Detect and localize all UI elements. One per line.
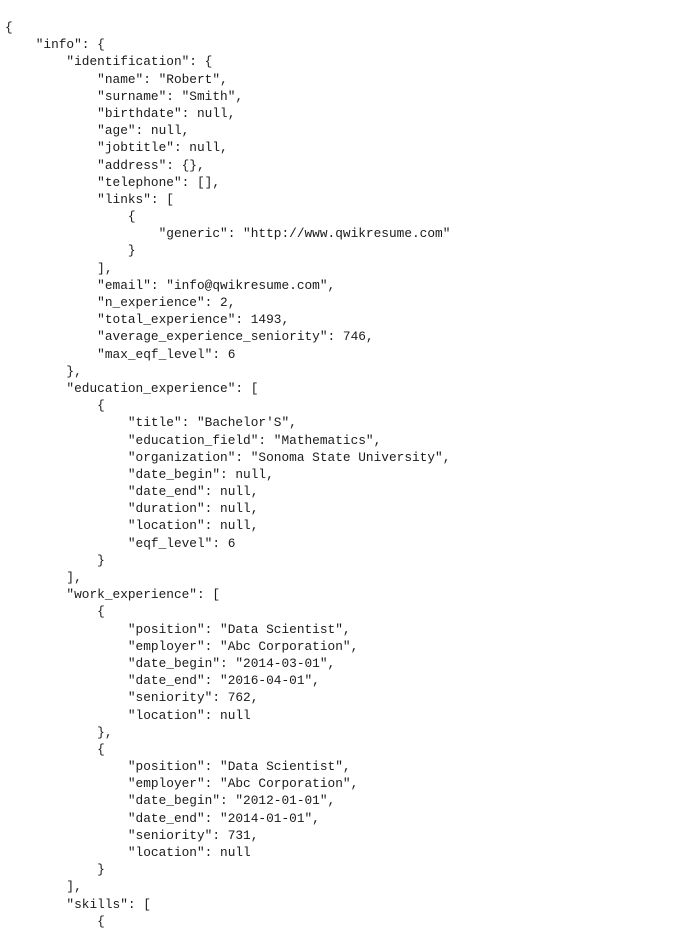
code-line: "duration": null, <box>5 501 259 517</box>
code-line: "date_begin": "2012-01-01", <box>5 793 336 809</box>
code-line: "average_experience_seniority": 746, <box>5 329 374 345</box>
code-line: } <box>5 552 105 568</box>
code-line: ], <box>5 879 82 895</box>
code-line: } <box>5 243 136 259</box>
code-line: "date_end": "2016-04-01", <box>5 673 320 689</box>
code-line: "eqf_level": 6 <box>5 535 236 551</box>
code-line: "info": { <box>5 37 105 53</box>
code-line: "identification": { <box>5 54 213 70</box>
code-line: "seniority": 731, <box>5 827 259 843</box>
code-line: "generic": "http://www.qwikresume.com" <box>5 226 451 242</box>
code-line: "work_experience": [ <box>5 587 221 603</box>
code-line: "employer": "Abc Corporation", <box>5 776 359 792</box>
code-line: "surname": "Smith", <box>5 88 244 104</box>
code-line: "location": null <box>5 845 251 860</box>
code-line: "max_eqf_level": 6 <box>5 346 236 362</box>
code-line: "links": [ <box>5 191 174 207</box>
code-line: "name": "Robert", <box>5 71 228 87</box>
code-line: "employer": "Abc Corporation", <box>5 638 359 654</box>
code-line: "education_experience": [ <box>5 380 259 396</box>
code-line: "date_begin": null, <box>5 466 274 482</box>
code-line: "total_experience": 1493, <box>5 312 290 328</box>
code-line: "date_begin": "2014-03-01", <box>5 655 336 671</box>
code-line: "jobtitle": null, <box>5 140 228 156</box>
code-line: } <box>5 862 105 878</box>
code-line: "birthdate": null, <box>5 105 236 121</box>
code-line: "seniority": 762, <box>5 690 259 706</box>
code-line: "date_end": "2014-01-01", <box>5 810 320 826</box>
code-line: "telephone": [], <box>5 174 221 190</box>
code-line: "date_end": null, <box>5 484 259 500</box>
code-line: "skills": [ <box>5 896 151 912</box>
code-line: { <box>5 913 105 929</box>
code-line: "education_field": "Mathematics", <box>5 432 382 448</box>
json-document: { "info": { "identification": { "name": … <box>5 19 450 930</box>
code-line: }, <box>5 724 113 740</box>
code-line: { <box>5 398 105 414</box>
code-line: "address": {}, <box>5 157 205 173</box>
code-line: "n_experience": 2, <box>5 295 236 310</box>
code-line: ], <box>5 260 113 276</box>
code-line: "age": null, <box>5 123 190 139</box>
code-line: }, <box>5 363 82 379</box>
code-line: ], <box>5 570 82 585</box>
code-line: "title": "Bachelor'S", <box>5 415 297 431</box>
code-line: "position": "Data Scientist", <box>5 759 351 775</box>
code-line: "email": "info@qwikresume.com", <box>5 277 336 293</box>
code-line: "organization": "Sonoma State University… <box>5 449 451 465</box>
code-line: { <box>5 604 105 620</box>
code-line: { <box>5 209 136 225</box>
code-line: { <box>5 741 105 757</box>
code-line: "location": null <box>5 707 251 723</box>
code-line: "position": "Data Scientist", <box>5 621 351 637</box>
code-line: "location": null, <box>5 518 259 534</box>
code-line: { <box>5 20 13 35</box>
